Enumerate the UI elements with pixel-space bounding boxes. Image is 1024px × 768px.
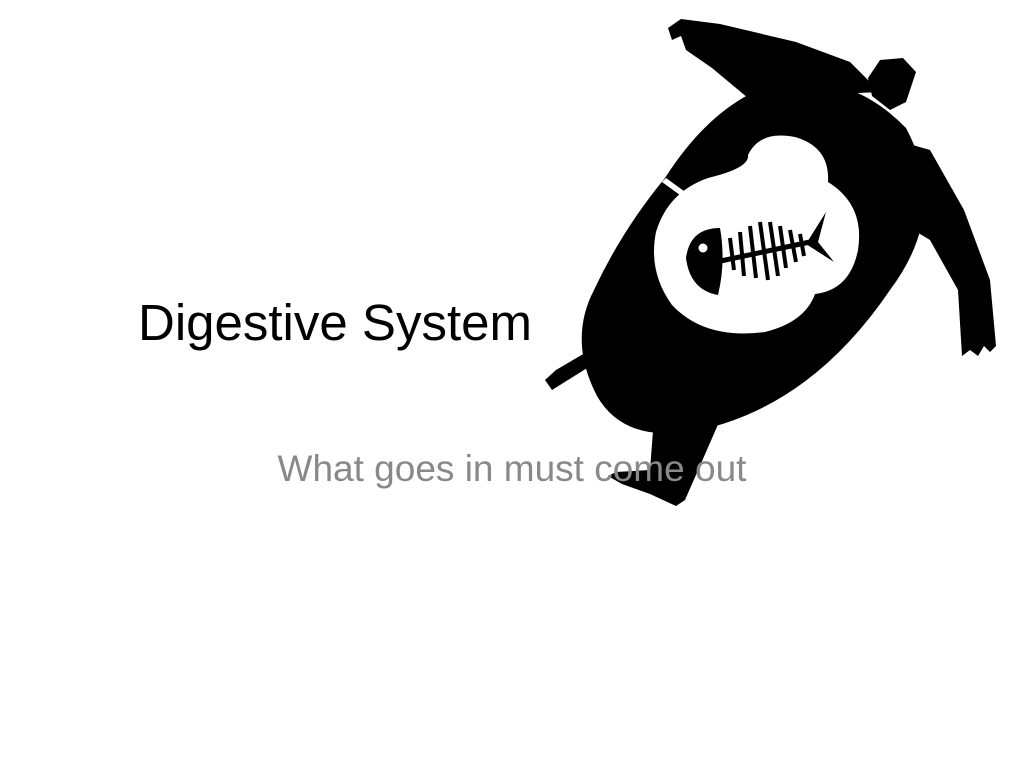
slide-subtitle: What goes in must come out bbox=[277, 448, 747, 489]
creature-with-fish-skeleton-icon bbox=[545, 19, 996, 506]
fish-skeleton-icon bbox=[686, 212, 834, 295]
slide-title: Digestive System bbox=[138, 294, 532, 351]
